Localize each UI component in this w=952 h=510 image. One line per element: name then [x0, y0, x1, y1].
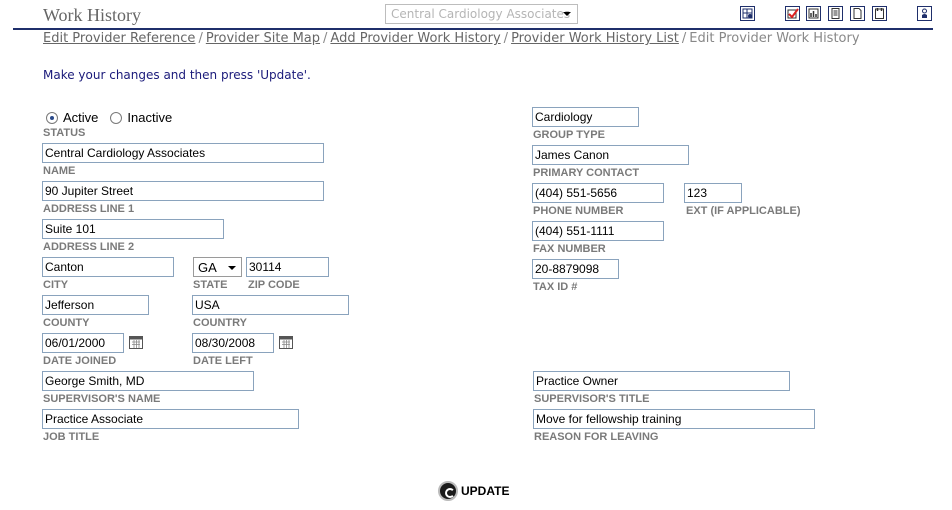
- address-line-2-label: ADDRESS LINE 2: [43, 241, 135, 253]
- city-label: CITY: [43, 279, 69, 291]
- extension-label: EXT (IF APPLICABLE): [686, 205, 801, 217]
- name-field[interactable]: Central Cardiology Associates: [42, 143, 324, 163]
- breadcrumb-provider-work-history-list[interactable]: Provider Work History List: [511, 31, 679, 46]
- job-title-label: JOB TITLE: [43, 431, 100, 443]
- update-button[interactable]: UPDATE: [438, 481, 509, 501]
- address-line-1-field[interactable]: 90 Jupiter Street: [42, 181, 324, 201]
- fax-number-label: FAX NUMBER: [533, 243, 606, 255]
- status-radio-group: Active Inactive: [46, 110, 172, 125]
- zip-code-field[interactable]: 30114: [246, 257, 329, 277]
- country-label: COUNTRY: [193, 317, 247, 329]
- breadcrumb: Edit Provider Reference/Provider Site Ma…: [43, 31, 860, 46]
- primary-contact-label: PRIMARY CONTACT: [533, 167, 640, 179]
- tax-id-label: TAX ID #: [533, 281, 578, 293]
- state-select[interactable]: GA: [193, 257, 242, 277]
- date-joined-field[interactable]: 06/01/2000: [42, 333, 124, 353]
- country-field[interactable]: USA: [192, 295, 349, 315]
- phone-number-label: PHONE NUMBER: [533, 205, 624, 217]
- calendar-icon[interactable]: [129, 335, 143, 349]
- calendar-icon[interactable]: [279, 335, 293, 349]
- update-icon: [438, 481, 458, 501]
- update-button-label: UPDATE: [461, 484, 510, 498]
- status-active-label: Active: [63, 110, 99, 125]
- date-left-field[interactable]: 08/30/2008: [192, 333, 274, 353]
- status-inactive-label: Inactive: [127, 110, 173, 125]
- organization-select-value: Central Cardiology Associates: [391, 7, 571, 21]
- bundle-icon[interactable]: [740, 6, 755, 21]
- organization-select[interactable]: Central Cardiology Associates: [385, 4, 578, 24]
- phone-number-field[interactable]: (404) 551-5656: [532, 183, 664, 203]
- document-icon[interactable]: [828, 6, 843, 21]
- breadcrumb-add-provider-work-history[interactable]: Add Provider Work History: [330, 31, 501, 46]
- breadcrumb-edit-provider-reference[interactable]: Edit Provider Reference: [43, 31, 196, 46]
- help-icon[interactable]: [917, 6, 932, 21]
- checklist-icon[interactable]: [785, 6, 800, 21]
- status-active-radio[interactable]: [46, 111, 58, 124]
- status-label: STATUS: [43, 127, 86, 139]
- extension-field[interactable]: 123: [684, 183, 742, 203]
- address-line-1-label: ADDRESS LINE 1: [43, 203, 135, 215]
- breadcrumb-current: Edit Provider Work History: [689, 31, 860, 46]
- tax-id-field[interactable]: 20-8879098: [532, 259, 619, 279]
- page-icon[interactable]: [850, 6, 865, 21]
- address-line-2-field[interactable]: Suite 101: [42, 219, 224, 239]
- header-divider: [13, 28, 933, 30]
- job-title-field[interactable]: Practice Associate: [42, 409, 299, 429]
- page-title: Work History: [43, 5, 142, 25]
- zip-code-label: ZIP CODE: [248, 279, 300, 291]
- status-inactive-radio[interactable]: [110, 111, 123, 124]
- breadcrumb-provider-site-map[interactable]: Provider Site Map: [205, 31, 321, 46]
- county-field[interactable]: Jefferson: [42, 295, 149, 315]
- supervisor-title-field[interactable]: Practice Owner: [533, 371, 790, 391]
- supervisor-name-field[interactable]: George Smith, MD: [42, 371, 254, 391]
- state-label: STATE: [193, 279, 228, 291]
- report-icon[interactable]: [806, 6, 821, 21]
- supervisor-name-label: SUPERVISOR'S NAME: [43, 393, 161, 405]
- city-field[interactable]: Canton: [42, 257, 174, 277]
- name-label: NAME: [43, 165, 76, 177]
- chevron-down-icon: [228, 266, 236, 270]
- date-joined-label: DATE JOINED: [43, 355, 117, 367]
- county-label: COUNTY: [43, 317, 90, 329]
- group-type-field[interactable]: Cardiology: [532, 107, 639, 127]
- supervisor-title-label: SUPERVISOR'S TITLE: [534, 393, 650, 405]
- date-left-label: DATE LEFT: [193, 355, 253, 367]
- group-type-label: GROUP TYPE: [533, 129, 605, 141]
- state-select-value: GA: [198, 260, 217, 275]
- binder-icon[interactable]: [872, 6, 887, 21]
- reason-for-leaving-label: REASON FOR LEAVING: [534, 431, 659, 443]
- chevron-down-icon: [563, 12, 571, 16]
- reason-for-leaving-field[interactable]: Move for fellowship training: [533, 409, 815, 429]
- instruction-text: Make your changes and then press 'Update…: [43, 68, 311, 82]
- fax-number-field[interactable]: (404) 551-1111: [532, 221, 664, 241]
- primary-contact-field[interactable]: James Canon: [532, 145, 689, 165]
